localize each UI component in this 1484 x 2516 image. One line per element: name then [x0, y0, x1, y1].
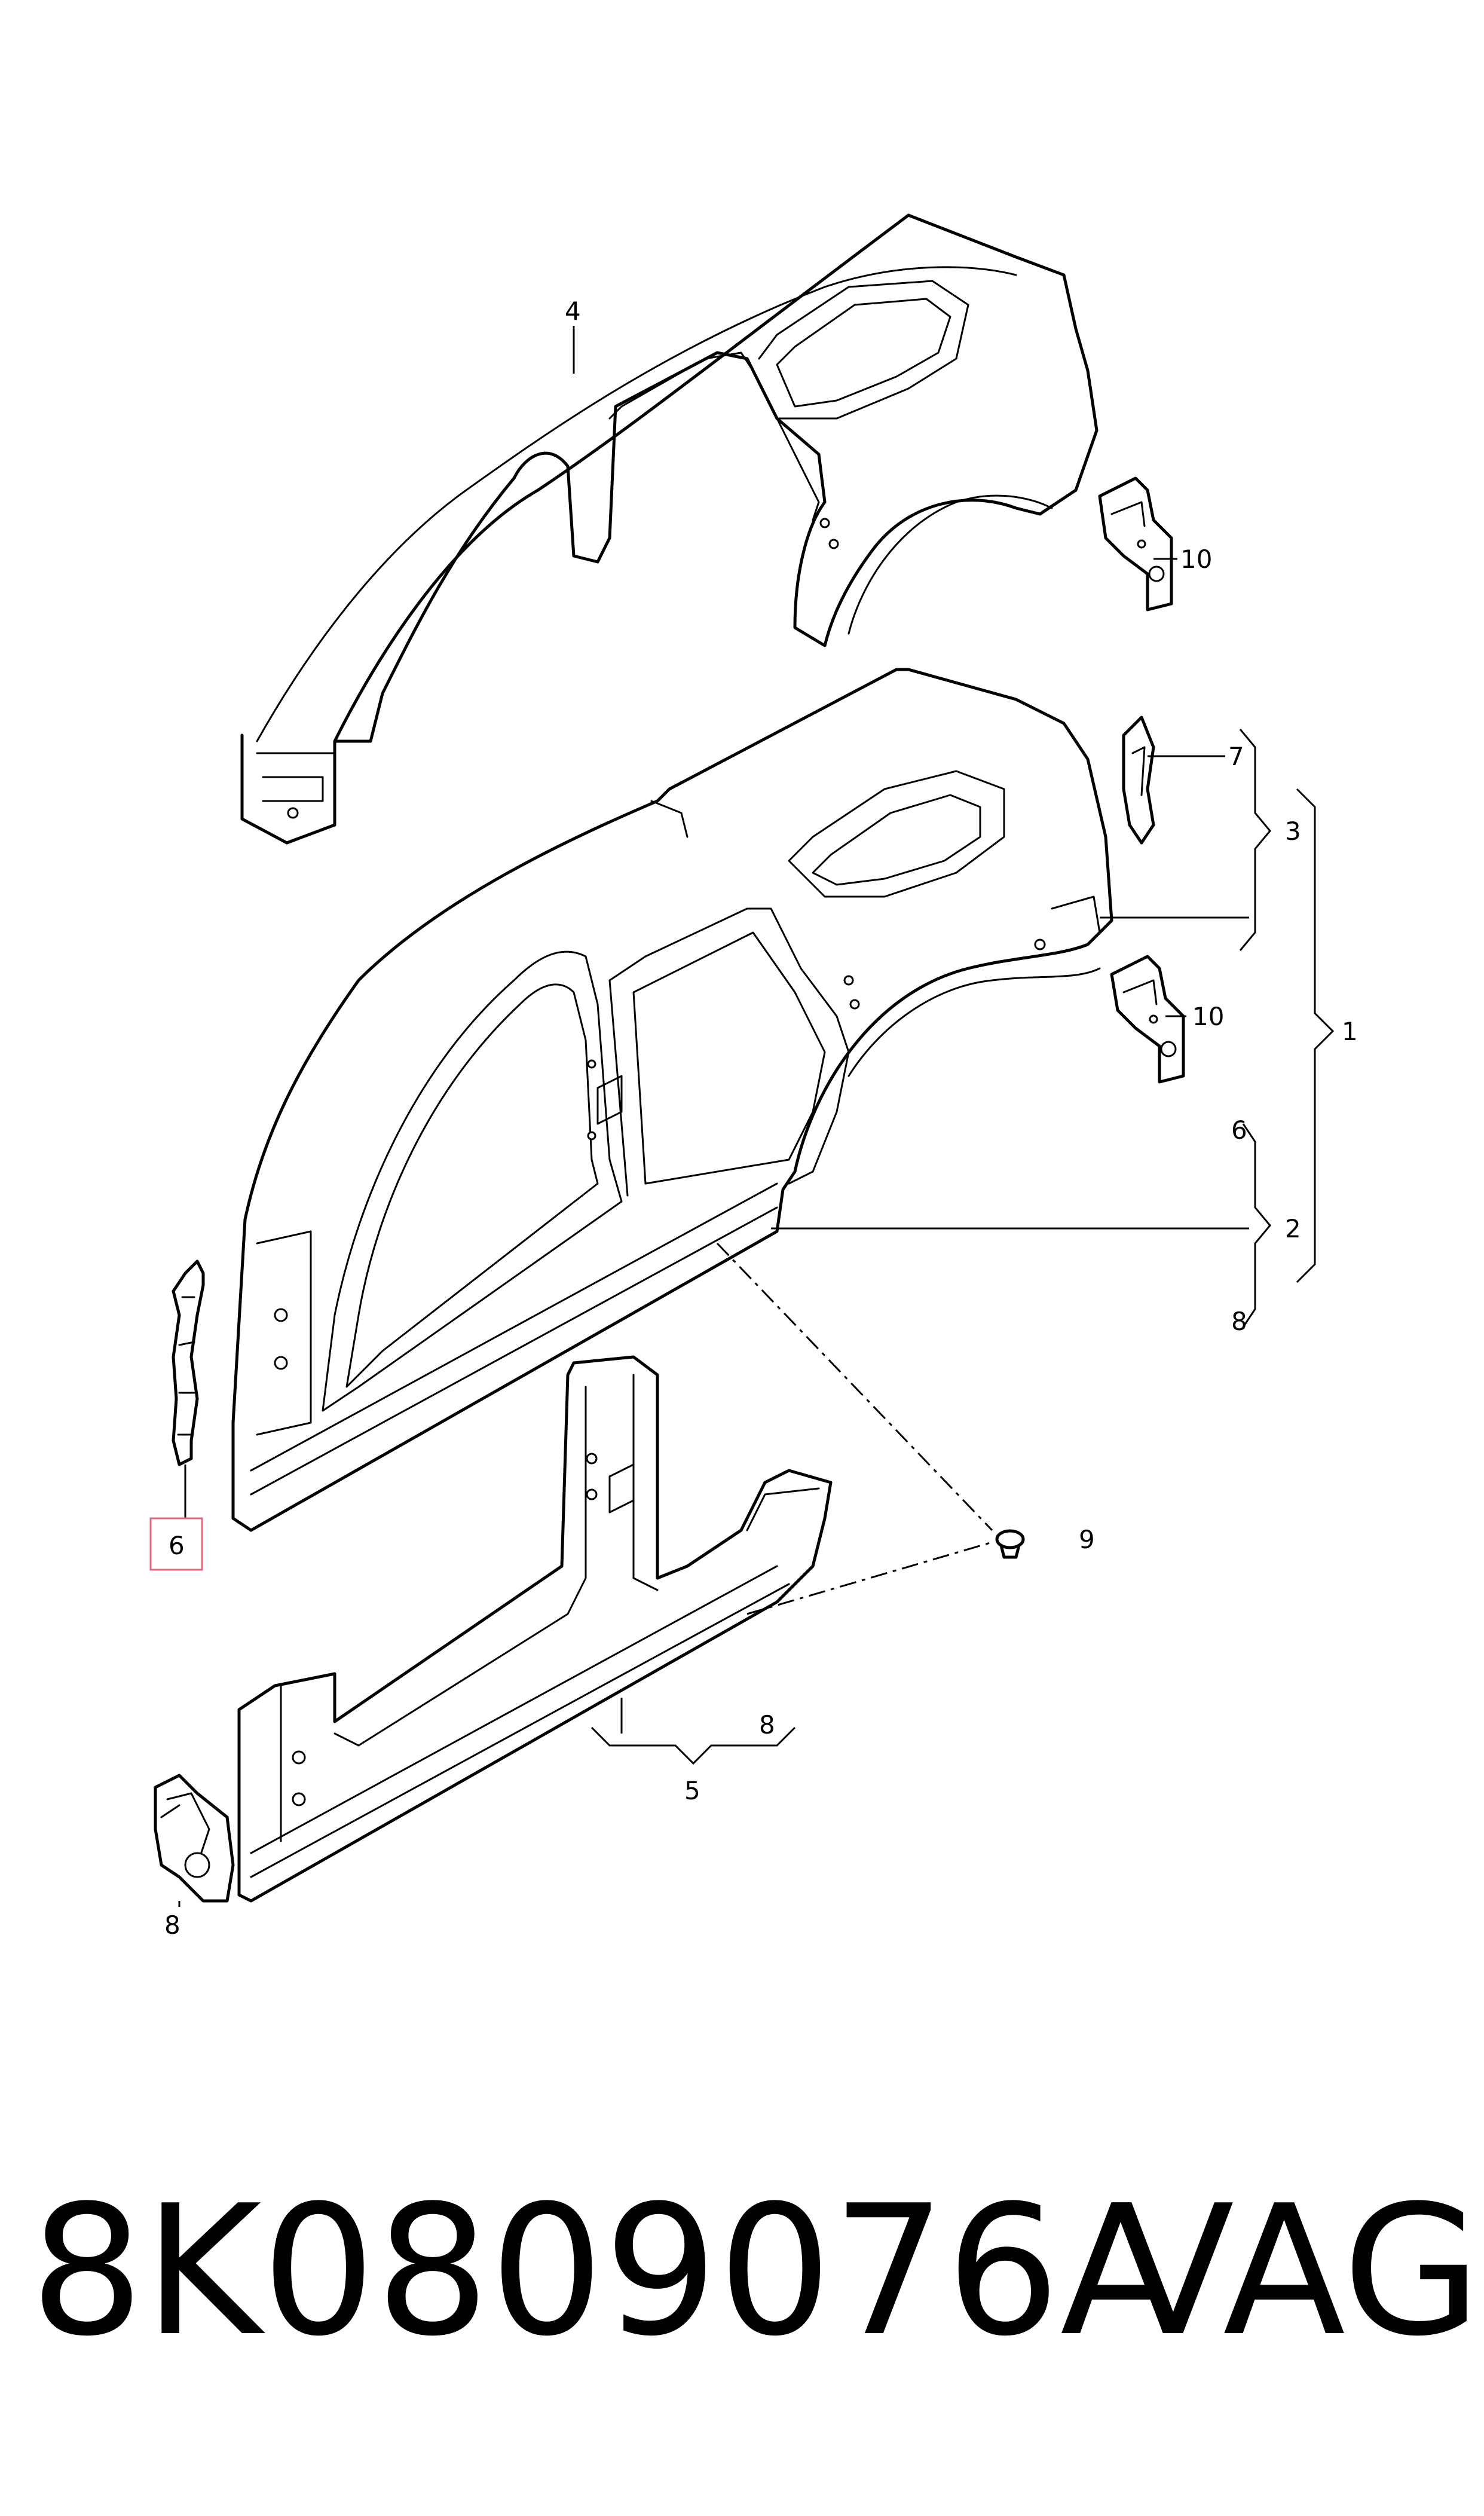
brand-label: VAG: [1112, 2167, 1482, 2376]
callout-4: 4: [565, 296, 581, 326]
part-5-sill-panel: [237, 1355, 833, 1903]
part-6-strip: [172, 1259, 205, 1466]
footer: 8K0809076A VAG: [0, 2164, 1484, 2379]
callout-7: 7: [1228, 742, 1244, 771]
callout-8-right: 8: [1231, 1307, 1247, 1336]
callout-9: 9: [1079, 1525, 1095, 1554]
part-1-side-panel-complete: [231, 668, 1113, 1532]
callout-2: 2: [1285, 1214, 1301, 1243]
part-10-bracket-middle: [1110, 955, 1185, 1084]
part-4-side-frame-outer: [240, 213, 1099, 845]
callout-1: 1: [1342, 1017, 1358, 1046]
part-8-lower-bracket: [154, 1774, 235, 1903]
callout-6-right: 6: [1231, 1115, 1247, 1145]
callout-5: 5: [684, 1776, 700, 1805]
highlight-box: [149, 1517, 203, 1571]
callout-labels: 4 10 7 3 1 10 6 2 8 6 9 8 5 8: [164, 296, 1358, 1940]
callout-10-middle: 10: [1192, 1002, 1224, 1031]
exploded-parts-diagram: 4 10 7 3 1 10 6 2 8 6 9 8 5 8: [149, 213, 1358, 1940]
callout-8-bottom: 8: [759, 1710, 775, 1740]
callout-3: 3: [1285, 817, 1301, 846]
part-7-reinforcement: [1122, 716, 1155, 845]
callout-10-top: 10: [1180, 545, 1212, 574]
leader-lines: [178, 326, 1335, 1907]
part-number: 8K0809076A: [30, 2167, 1183, 2376]
callout-8-left: 8: [164, 1910, 180, 1940]
part-10-bracket-top: [1098, 476, 1173, 612]
part-9-clip: [716, 1242, 1025, 1615]
callout-6-highlighted: 6: [169, 1531, 185, 1560]
